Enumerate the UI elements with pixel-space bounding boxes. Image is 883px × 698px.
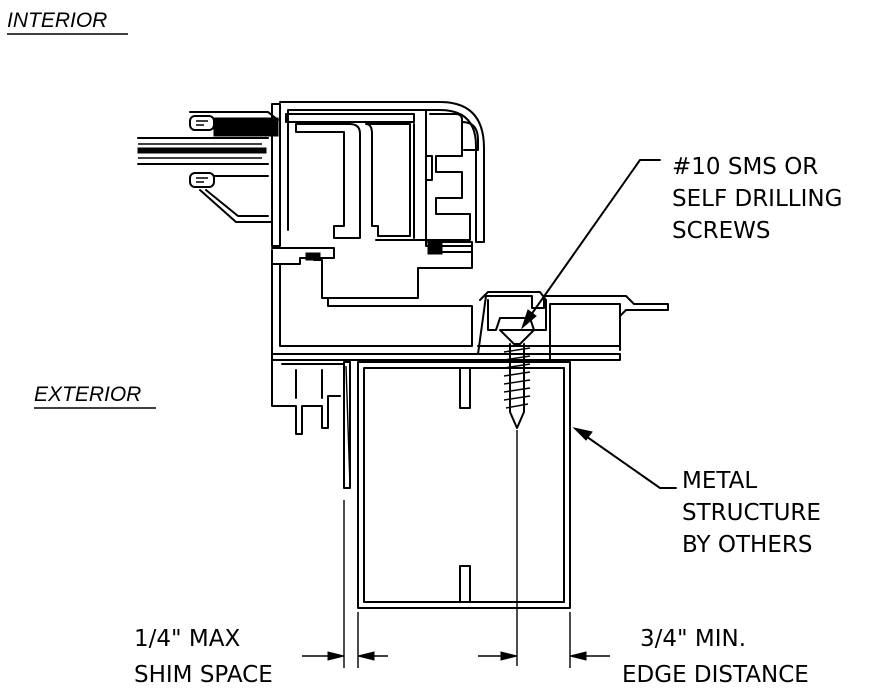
svg-text:3/4" MIN.: 3/4" MIN.	[640, 626, 746, 652]
exterior-label: EXTERIOR	[34, 383, 156, 409]
svg-text:SCREWS: SCREWS	[672, 218, 771, 244]
svg-text:EXTERIOR: EXTERIOR	[34, 383, 141, 406]
metal-callout: METAL STRUCTURE BY OTHERS	[572, 427, 821, 558]
svg-text:INTERIOR: INTERIOR	[7, 9, 107, 32]
frame-extrusion	[271, 101, 485, 299]
screw-callout: #10 SMS OR SELF DRILLING SCREWS	[520, 154, 842, 330]
edge-dimension: 3/4" MIN. EDGE DISTANCE	[478, 612, 809, 688]
svg-text:EDGE DISTANCE: EDGE DISTANCE	[622, 662, 809, 688]
shim-dimension: 1/4" MAX SHIM SPACE	[134, 500, 388, 688]
svg-text:1/4" MAX: 1/4" MAX	[134, 626, 240, 652]
svg-text:SHIM SPACE: SHIM SPACE	[134, 662, 273, 688]
gasket-upper	[189, 111, 279, 137]
interior-label: INTERIOR	[7, 9, 128, 35]
svg-text:METAL: METAL	[682, 468, 757, 494]
svg-text:STRUCTURE: STRUCTURE	[682, 500, 821, 526]
screw	[499, 329, 535, 666]
svg-text:BY OTHERS: BY OTHERS	[682, 532, 812, 558]
gasket-lower	[189, 172, 273, 223]
sill-extrusion	[271, 249, 669, 361]
glass-unit	[137, 137, 269, 165]
shim	[343, 361, 351, 489]
metal-structure	[357, 361, 571, 609]
svg-text:SELF DRILLING: SELF DRILLING	[672, 186, 842, 212]
exterior-cover	[271, 359, 345, 435]
svg-text:#10 SMS OR: #10 SMS OR	[672, 154, 818, 180]
